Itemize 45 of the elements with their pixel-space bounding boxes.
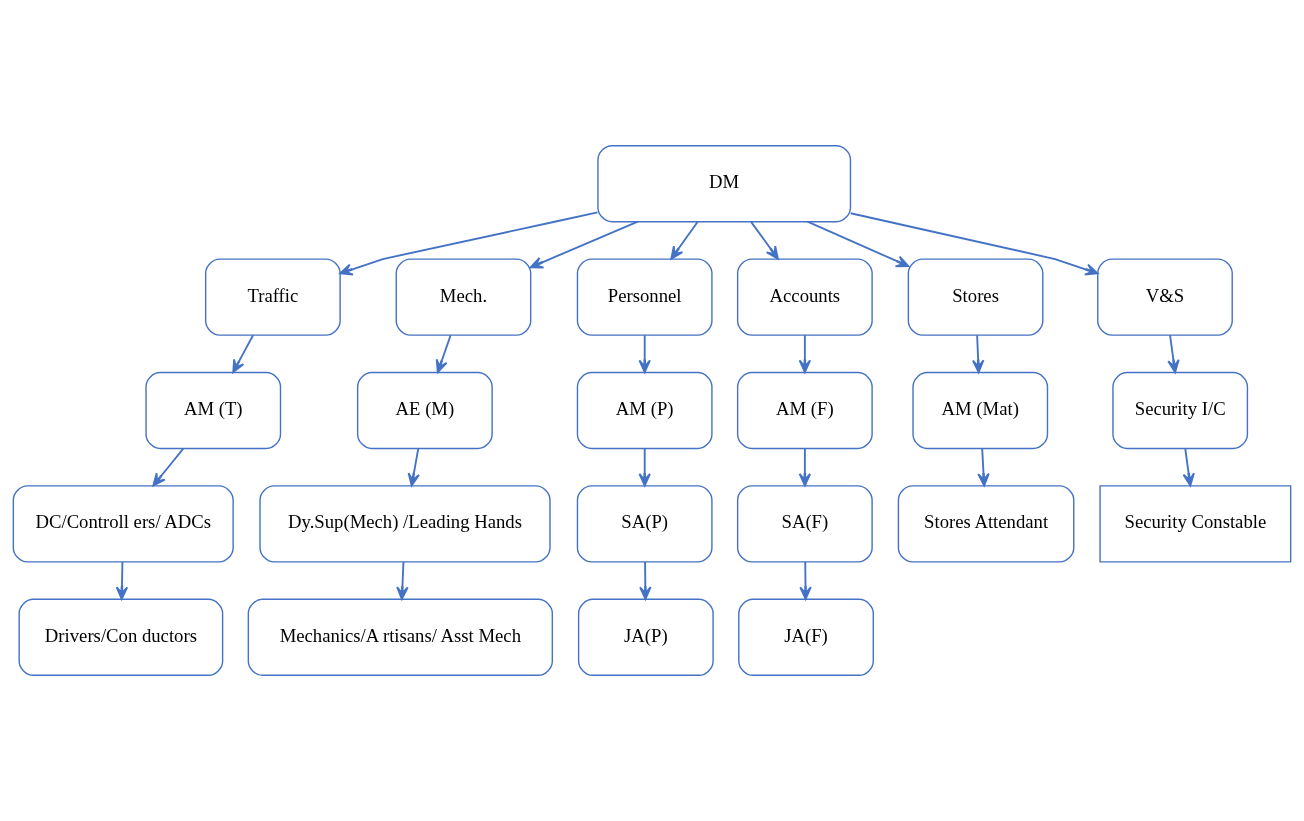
- node-box: AM (P): [576, 371, 713, 450]
- node-box: DM: [597, 145, 852, 223]
- node-box: Security Constable: [1099, 485, 1292, 563]
- node-box: AE (M): [356, 371, 493, 450]
- arrow: [806, 220, 910, 268]
- arrow: [638, 334, 651, 374]
- node-box: AM (F): [736, 371, 873, 450]
- arrow: [798, 334, 812, 374]
- arrow: [977, 447, 990, 487]
- node-box: Stores Attendant: [897, 485, 1075, 563]
- arrow: [396, 561, 409, 600]
- arrow: [799, 561, 812, 600]
- arrow: [638, 447, 651, 487]
- arrow: [529, 220, 639, 269]
- arrow: [639, 561, 652, 600]
- node-box: DC/Controll ers/ ADCs: [12, 485, 234, 563]
- node-box: Mechanics/A rtisans/ Asst Mech: [247, 598, 554, 677]
- node-box: JA(F): [738, 598, 874, 677]
- node-box: Mech.: [395, 258, 532, 336]
- node-box: SA(P): [576, 485, 713, 563]
- arrow: [407, 447, 420, 487]
- arrow: [152, 447, 185, 487]
- node-box: Drivers/Con ductors: [18, 598, 224, 677]
- node-box: Stores: [907, 258, 1044, 336]
- node-box: Personnel: [576, 258, 713, 336]
- node-box: AM (T): [145, 371, 282, 450]
- arrow: [750, 220, 779, 260]
- arrow: [798, 447, 812, 487]
- node-box: JA(P): [577, 598, 714, 677]
- node-box: Traffic: [204, 258, 341, 336]
- arrow: [1182, 447, 1195, 487]
- node-box: Security I/C: [1112, 371, 1249, 450]
- arrow: [115, 561, 129, 600]
- node-box: Accounts: [736, 258, 873, 336]
- arrow: [972, 334, 985, 374]
- arrow: [1167, 334, 1180, 374]
- node-box: V&S: [1097, 258, 1233, 336]
- arrow: [232, 334, 254, 374]
- arrow: [435, 334, 452, 374]
- arrow: [849, 212, 1099, 276]
- arrow: [670, 220, 699, 260]
- node-box: SA(F): [736, 485, 873, 563]
- node-box: Dy.Sup(Mech) /Leading Hands: [259, 485, 551, 563]
- arrow: [339, 211, 599, 276]
- node-box: AM (Mat): [912, 371, 1049, 450]
